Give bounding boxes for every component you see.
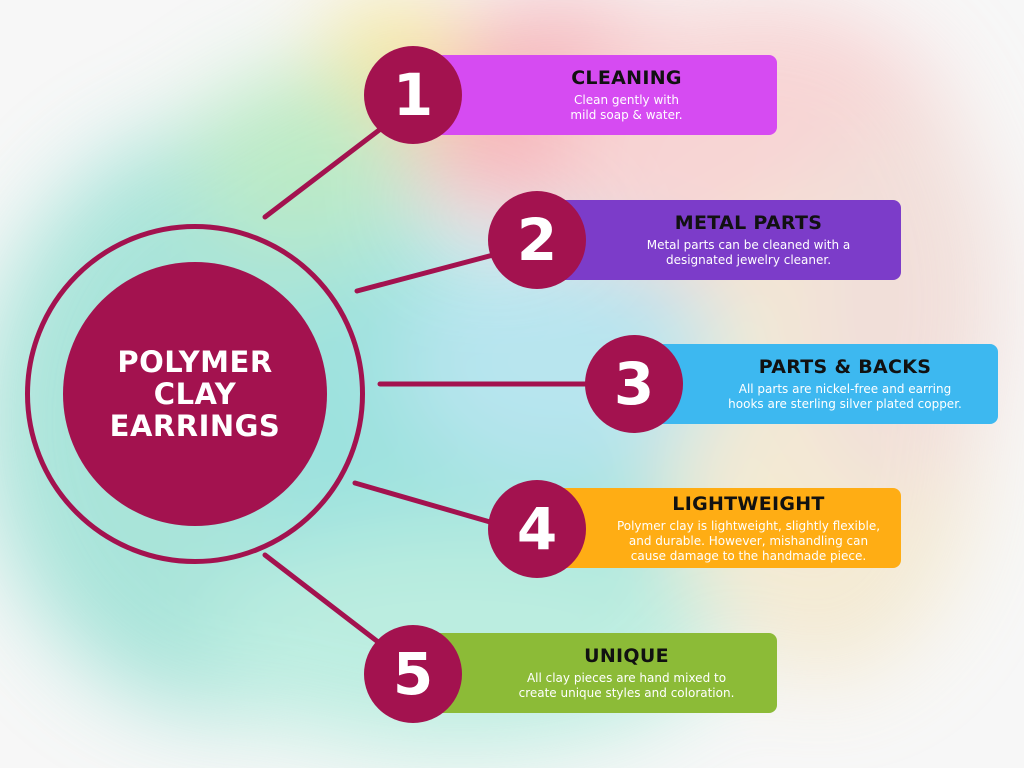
item-card-2: METAL PARTS Metal parts can be cleaned w… <box>540 200 901 280</box>
item-card-4: LIGHTWEIGHT Polymer clay is lightweight,… <box>540 488 901 568</box>
item-description-5: All clay pieces are hand mixed to create… <box>518 671 735 700</box>
item-number-3: 3 <box>585 335 683 433</box>
item-number-2: 2 <box>488 191 586 289</box>
center-circle: POLYMER CLAY EARRINGS <box>63 262 327 526</box>
connector-4 <box>352 480 500 527</box>
connector-5 <box>262 552 398 658</box>
item-number-1: 1 <box>364 46 462 144</box>
item-title-4: LIGHTWEIGHT <box>672 492 825 515</box>
connector-1 <box>262 115 398 220</box>
item-number-5: 5 <box>364 625 462 723</box>
connector-2 <box>354 251 500 294</box>
item-description-2: Metal parts can be cleaned with a design… <box>646 238 851 267</box>
item-number-4: 4 <box>488 480 586 578</box>
center-title: POLYMER CLAY EARRINGS <box>109 345 281 443</box>
item-description-3: All parts are nickel-free and earring ho… <box>728 382 962 411</box>
center-outer-ring <box>25 224 365 564</box>
item-title-2: METAL PARTS <box>674 212 823 234</box>
item-description-4: Polymer clay is lightweight, slightly fl… <box>616 518 881 563</box>
item-card-3: PARTS & BACKS All parts are nickel-free … <box>636 344 998 424</box>
item-card-5: UNIQUE All clay pieces are hand mixed to… <box>420 633 777 713</box>
item-title-5: UNIQUE <box>584 645 669 667</box>
item-title-1: CLEANING <box>571 67 682 89</box>
item-title-3: PARTS & BACKS <box>758 356 932 378</box>
item-description-1: Clean gently with mild soap & water. <box>570 93 683 122</box>
item-card-1: CLEANING Clean gently with mild soap & w… <box>420 55 777 135</box>
